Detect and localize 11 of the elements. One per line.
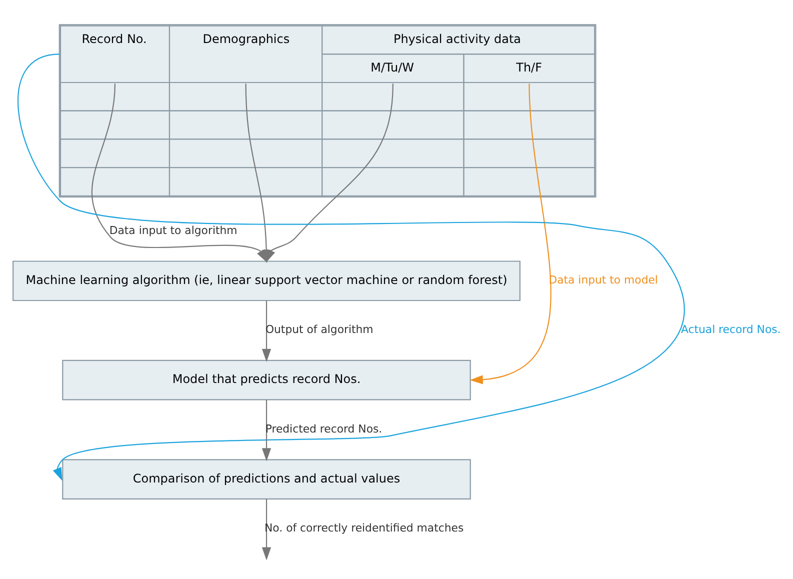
node-box: Model that predicts record Nos. <box>62 359 471 400</box>
arrow <box>18 53 684 480</box>
edge-label: Actual record Nos. <box>680 322 781 336</box>
arrow <box>266 83 394 262</box>
arrow <box>262 300 272 362</box>
arrow <box>262 498 272 560</box>
node-box: Comparison of predictions and actual values <box>62 458 471 499</box>
arrow <box>470 83 552 384</box>
edge-label: Data input to algorithm <box>109 224 238 237</box>
arrow <box>262 399 272 461</box>
node-box: Machine learning algorithm (ie, linear support vector machine or random forest) <box>12 260 520 301</box>
